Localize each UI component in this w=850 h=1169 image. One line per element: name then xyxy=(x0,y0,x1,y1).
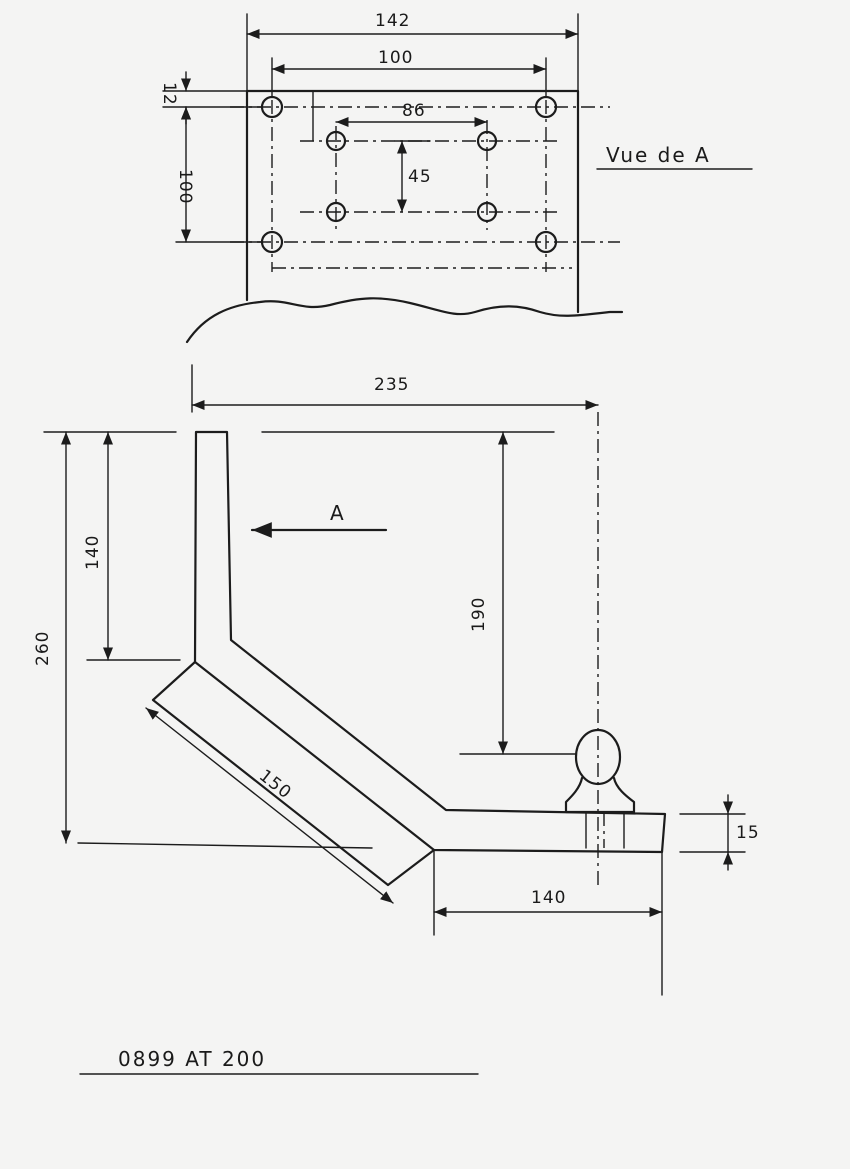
view-a-title: Vue de A xyxy=(606,143,711,167)
dim-text-12: 12 xyxy=(159,82,179,106)
dim-text-15: 15 xyxy=(736,823,760,843)
view-a: 142 100 12 100 86 45 Vue de A xyxy=(159,11,753,344)
ext-260-bottom xyxy=(77,842,373,849)
hole-inner-br xyxy=(476,201,498,223)
hole-inner-tr xyxy=(476,130,498,152)
view-direction-label: A xyxy=(330,501,346,525)
dimline-150 xyxy=(145,707,394,904)
dim-text-100-vertical: 100 xyxy=(175,169,195,204)
dim-text-140-foot: 140 xyxy=(531,888,566,908)
hole-outer-br xyxy=(534,230,558,254)
view-a-break-line xyxy=(185,297,624,344)
dim-text-260: 260 xyxy=(33,631,53,666)
dim-text-142: 142 xyxy=(375,11,410,31)
dim-text-190: 190 xyxy=(469,597,489,632)
dim-text-235: 235 xyxy=(374,375,409,395)
dim-text-45: 45 xyxy=(408,167,432,187)
view-a-plate-outline xyxy=(245,89,580,314)
dim-text-100: 100 xyxy=(378,48,413,68)
tow-bar-diagonal-edge xyxy=(151,660,436,887)
side-view: A 235 260 140 190 150 140 15 xyxy=(33,364,760,996)
tow-ball-neck xyxy=(564,776,636,814)
part-reference: 0899 AT 200 xyxy=(118,1047,266,1071)
hole-inner-tl xyxy=(325,130,347,152)
dim-text-86: 86 xyxy=(402,101,426,121)
dim-text-150: 150 xyxy=(255,766,295,804)
hole-inner-bl xyxy=(325,201,347,223)
hole-outer-tr xyxy=(534,95,558,119)
dim-text-140-vertical: 140 xyxy=(83,535,103,570)
